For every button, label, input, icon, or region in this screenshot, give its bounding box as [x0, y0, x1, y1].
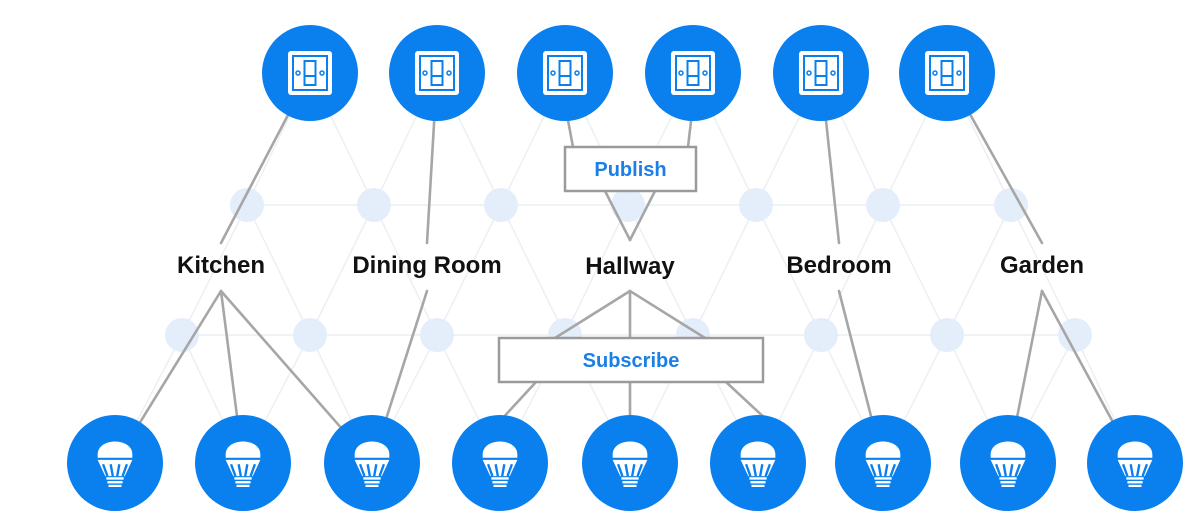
light-switch-icon	[414, 50, 460, 96]
background-dot	[804, 318, 838, 352]
background-dot	[994, 188, 1028, 222]
switch-6-node	[899, 25, 995, 121]
light-switch-icon	[670, 50, 716, 96]
background-dot	[611, 188, 645, 222]
subscribe-edge-bulb-6	[724, 380, 770, 423]
bulb-3-node	[324, 415, 420, 511]
subscribe-edge-bulb-3-dining	[384, 289, 429, 422]
publish-edge-switch-1	[219, 111, 291, 245]
publish-edge-switch-4	[686, 115, 693, 149]
connection-lines	[137, 110, 1115, 431]
background-dot	[293, 318, 327, 352]
publish-box-label: Publish	[594, 159, 666, 181]
subscribe-edge-bulb-7-bedroom	[837, 289, 874, 421]
background-dot	[930, 318, 964, 352]
subscribe-edge-bulb-4	[498, 380, 538, 423]
bulb-4-node	[452, 415, 548, 511]
bulb-5-node	[582, 415, 678, 511]
background-dot	[420, 318, 454, 352]
subscribe-edge-bulb-2-kitchen	[219, 289, 239, 420]
switch-2-node	[389, 25, 485, 121]
switch-5-node	[773, 25, 869, 121]
switch-1-node	[262, 25, 358, 121]
bulb-9-node	[1087, 415, 1183, 511]
bulb-6-node	[710, 415, 806, 511]
publish-edge-switch-6	[967, 110, 1044, 245]
room-labels: Kitchen Dining Room Hallway Bedroom Garden	[177, 252, 1084, 280]
room-label-kitchen: Kitchen	[177, 252, 265, 279]
publish-edge-switch-3	[566, 115, 575, 149]
subscribe-edge-bulb-8-garden	[1015, 289, 1044, 421]
subscribe-edge-bulb-3-kitchen	[219, 289, 344, 431]
publish-edge-switch-5	[824, 116, 841, 245]
bulb-2-node	[195, 415, 291, 511]
background-dot	[357, 188, 391, 222]
subscribe-edge-upper-bulb-4	[553, 289, 632, 340]
subscribe-box: Subscribe	[497, 336, 765, 384]
subscribe-edge-upper-bulb-6	[628, 289, 707, 340]
background-dot	[165, 318, 199, 352]
bulb-1-node	[67, 415, 163, 511]
device-nodes	[67, 25, 1183, 511]
light-switch-icon	[798, 50, 844, 96]
background-dot	[1058, 318, 1092, 352]
light-switch-icon	[924, 50, 970, 96]
light-switch-icon	[287, 50, 333, 96]
publish-box: Publish	[563, 145, 698, 193]
background-dot	[230, 188, 264, 222]
subscribe-box-label: Subscribe	[583, 350, 680, 372]
bulb-7-node	[835, 415, 931, 511]
background-dot	[739, 188, 773, 222]
publish-edge-switch-2	[425, 116, 436, 245]
switch-4-node	[645, 25, 741, 121]
bulb-8-node	[960, 415, 1056, 511]
subscribe-edge-bulb-9-garden	[1040, 289, 1115, 425]
room-label-hallway: Hallway	[585, 253, 675, 280]
room-label-garden: Garden	[1000, 252, 1084, 279]
room-label-dining: Dining Room	[352, 252, 501, 279]
subscribe-edge-bulb-1-kitchen	[137, 289, 223, 426]
background-dot	[484, 188, 518, 222]
switch-3-node	[517, 25, 613, 121]
publish-edge-switch-3-lower	[603, 189, 632, 242]
room-label-bedroom: Bedroom	[786, 252, 891, 279]
background-dot	[866, 188, 900, 222]
light-switch-icon	[542, 50, 588, 96]
publish-edge-switch-4-lower	[628, 189, 657, 242]
